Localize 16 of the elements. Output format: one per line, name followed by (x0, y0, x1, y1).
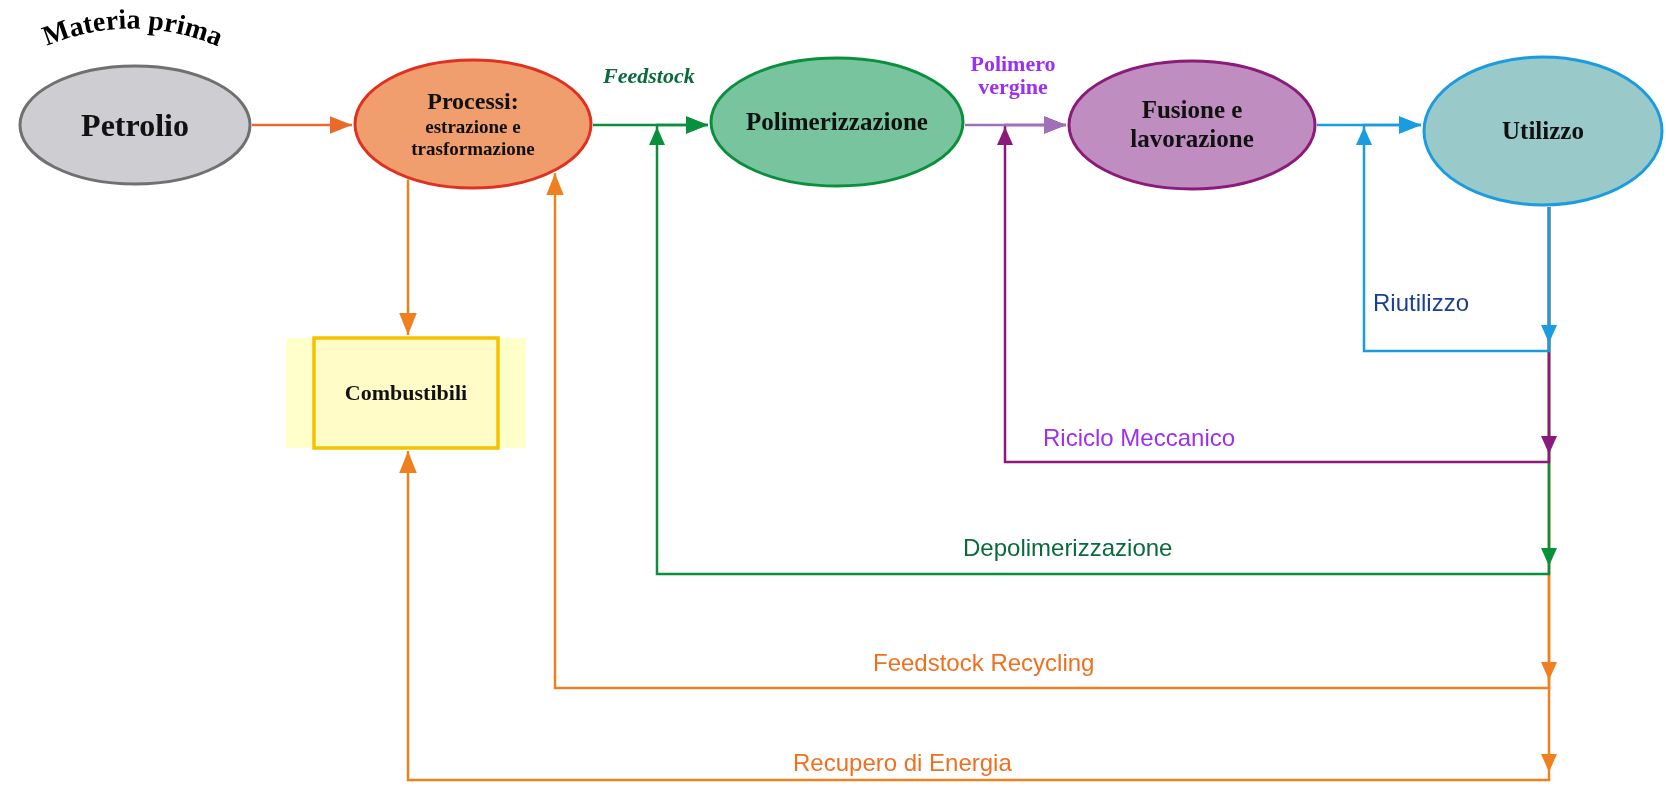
process-ellipse (1067, 59, 1317, 191)
node-description: estrazione e trasformazione (410, 115, 536, 160)
node-label: Polimerizzazione (746, 107, 928, 137)
process-ellipse (1422, 55, 1664, 207)
output-box (312, 336, 500, 450)
process-ellipse (709, 56, 965, 188)
process-ellipse (18, 64, 252, 186)
edge-label: Polimero vergine (969, 52, 1057, 99)
process-ellipse (353, 58, 593, 190)
node-label: Petrolio (81, 106, 189, 144)
node-label: Fusione e lavorazione (1129, 96, 1255, 154)
node-label: Utilizzo (1502, 116, 1584, 146)
node-label: Processi: (427, 88, 519, 116)
curved-caption: Materia prima (38, 3, 228, 53)
edge-label: Feedstock (602, 64, 696, 88)
node-label: Combustibili (344, 380, 468, 406)
